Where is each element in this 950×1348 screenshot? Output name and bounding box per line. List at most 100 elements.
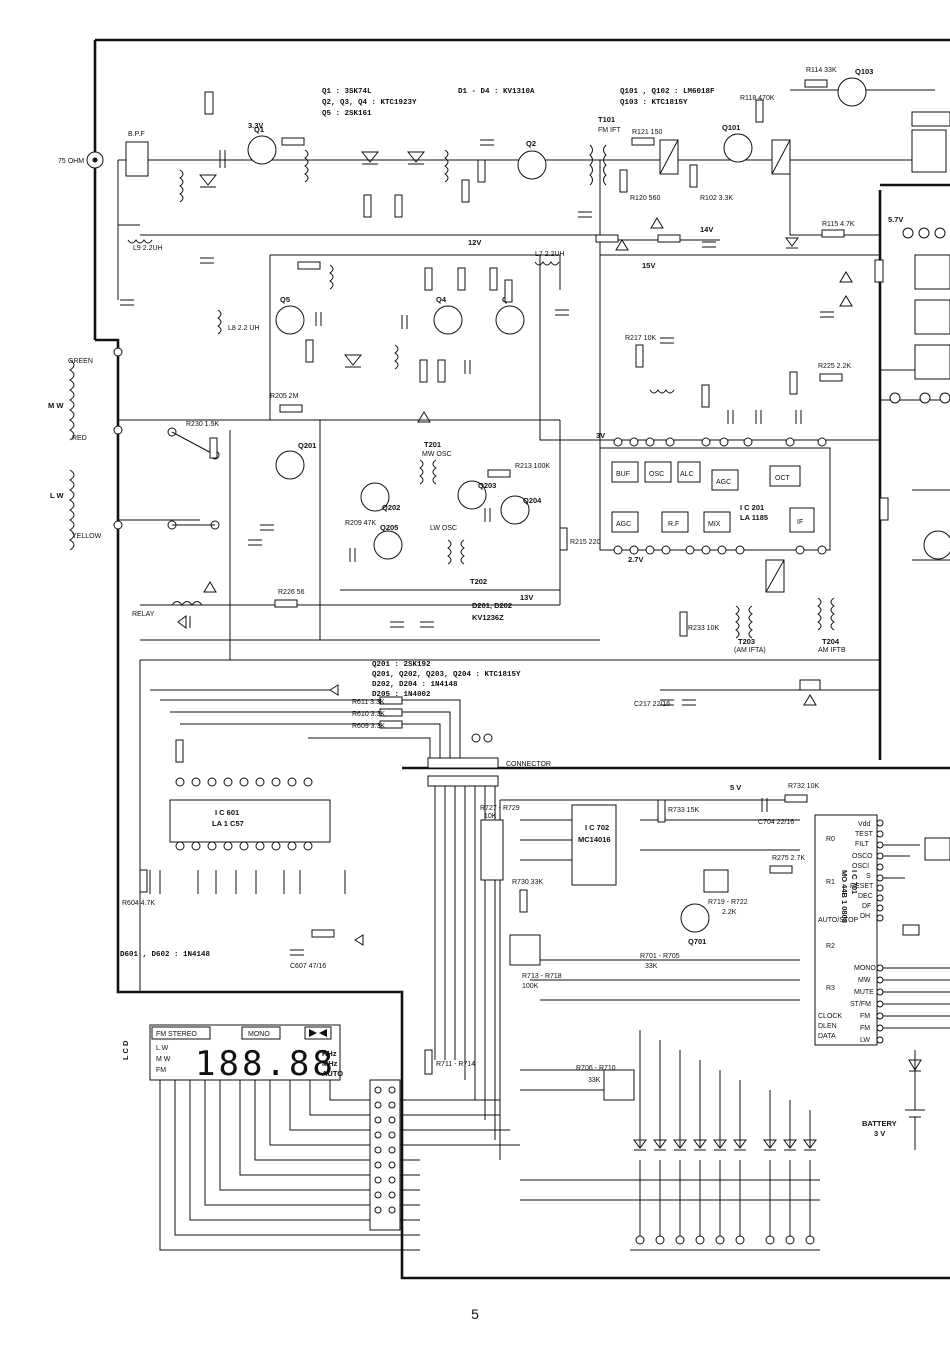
- lcd-mono: MONO: [248, 1031, 270, 1038]
- resistor-right-1: [874, 259, 884, 283]
- d201-part: KV1236Z: [472, 613, 504, 622]
- ic201-alc: ALC: [680, 471, 694, 478]
- label-r611: R611 3.3K: [352, 699, 385, 706]
- resistor-r8: [461, 179, 470, 203]
- warning-2: [650, 217, 664, 229]
- resistor-r19: [297, 261, 321, 270]
- label-r713v: 100K: [522, 983, 539, 990]
- ic701-pin-dots: [876, 819, 884, 1044]
- lcd-unit-khz: KHz: [322, 1049, 337, 1058]
- resistor-r719: [703, 869, 729, 893]
- node-right-5: [919, 392, 931, 404]
- connector-pin-b: [483, 733, 493, 743]
- q205-label: Q205: [380, 523, 398, 532]
- lcd-connector: [369, 1079, 401, 1231]
- resistor-r114: [804, 79, 828, 88]
- q1-label: Q1: [254, 125, 264, 134]
- resistor-r225: [819, 373, 843, 382]
- ic601: I C 601 LA 1 C57: [169, 799, 331, 843]
- relay-label: RELAY: [132, 611, 155, 618]
- lcd-fm-stereo-box: [151, 1026, 211, 1040]
- lw-osc-label: LW OSC: [430, 525, 457, 532]
- wire-601-c: [308, 737, 431, 760]
- antenna-jack: 75 OHM: [58, 151, 104, 169]
- resistor-r115: [821, 229, 845, 238]
- wire-digital-h3: [520, 959, 800, 1001]
- ic601-name: I C 601: [215, 808, 239, 817]
- ic701-port-r2: R2: [826, 943, 835, 950]
- wire-right-mid: [912, 489, 950, 561]
- capacitor-c18: [401, 315, 408, 329]
- label-r706: R706 - R710: [576, 1065, 616, 1072]
- resistor-r6: [281, 137, 305, 146]
- lcd-segment-lines: [159, 1080, 420, 1251]
- capacitor-c214: [484, 508, 491, 522]
- ic701-port-data: DATA: [818, 1033, 836, 1040]
- label-c217: C217 22/16: [634, 701, 670, 708]
- inductor-l7: [534, 261, 560, 266]
- ic701-pin-fm2: FM: [860, 1025, 870, 1032]
- diode-d1: [198, 174, 218, 188]
- ic701-name: I C 701: [850, 870, 859, 894]
- capacitor-c19: [464, 360, 471, 374]
- note-q201: Q201 : 2SK192: [372, 661, 431, 669]
- ic201-block-agc: [711, 469, 739, 491]
- transistor-q204: Q204: [500, 495, 542, 525]
- ic601-part: LA 1 C57: [212, 819, 244, 828]
- ic601-parts-bottom: [149, 870, 346, 894]
- ic601-pins-top: [175, 777, 313, 787]
- t204-label: T204: [822, 637, 840, 646]
- label-r727v: 10K: [484, 813, 497, 820]
- transistor-q401: [923, 530, 950, 560]
- ic701-port-r1: R1: [826, 879, 835, 886]
- note-d202: D202, D204 : 1N4148: [372, 681, 458, 689]
- ic701-port-r3: R3: [826, 985, 835, 992]
- warning-4: [839, 295, 853, 307]
- label-r713: R713 - R718: [522, 973, 562, 980]
- transistor-q101: Q101: [722, 123, 753, 163]
- ic201-buf: BUF: [616, 471, 630, 478]
- resistor-r217: [635, 344, 644, 368]
- ic702-part: MC14016: [578, 835, 611, 844]
- wire-r610: [170, 711, 451, 760]
- note-d601: D601 , D602 : 1N4148: [120, 951, 211, 959]
- resistor-r733: [657, 799, 666, 823]
- coil-mw: [69, 359, 75, 441]
- node-right-3: [934, 227, 946, 239]
- wire-r611: [160, 699, 461, 760]
- diode-d701: [908, 1059, 922, 1072]
- resistor-r219: [789, 371, 798, 395]
- lw-label: L W: [50, 491, 65, 500]
- node-right-2: [918, 227, 930, 239]
- transistor-q4: Q4: [433, 295, 463, 335]
- capacitor-c607: [290, 949, 304, 956]
- label-r719v: 2.2K: [722, 909, 737, 916]
- resistor-r5: [363, 194, 372, 218]
- capacitor-c233: [420, 621, 434, 628]
- block-right-1: [914, 254, 950, 290]
- lcd-digits: 188.88: [195, 1044, 336, 1084]
- bpf-filter: B.P.F: [125, 131, 149, 177]
- wire-osc-right: [539, 255, 600, 441]
- label-r604: R604 4.7K: [122, 900, 155, 907]
- ic701-pin-dec: DEC: [858, 893, 873, 900]
- label-r732: R732 10K: [788, 783, 819, 790]
- v33-label: 3.3V: [248, 121, 263, 130]
- fm-ift-label: FM IFT: [598, 127, 621, 134]
- capacitor-c207: [248, 539, 262, 546]
- node-right-6: [939, 392, 950, 404]
- transistor-q103: Q103: [837, 67, 873, 107]
- wire-r609: [180, 723, 441, 760]
- q4-label: Q4: [436, 295, 447, 304]
- q204-label: Q204: [523, 496, 542, 505]
- transistor-q201: Q201: [275, 441, 316, 480]
- coil-lw: [69, 469, 75, 551]
- warning-3: [839, 271, 853, 283]
- ic601-pins-bottom: [175, 841, 313, 851]
- capacitor-c212: [349, 548, 356, 562]
- ic201: BUF OSC ALC AGC OCT AGC R.F MIX IF I C 2…: [599, 447, 831, 551]
- ic201-block-osc: [644, 461, 672, 483]
- transformer-t201: [419, 459, 437, 485]
- inductor-l1: [179, 169, 184, 203]
- ic201-block-buf: [611, 461, 639, 483]
